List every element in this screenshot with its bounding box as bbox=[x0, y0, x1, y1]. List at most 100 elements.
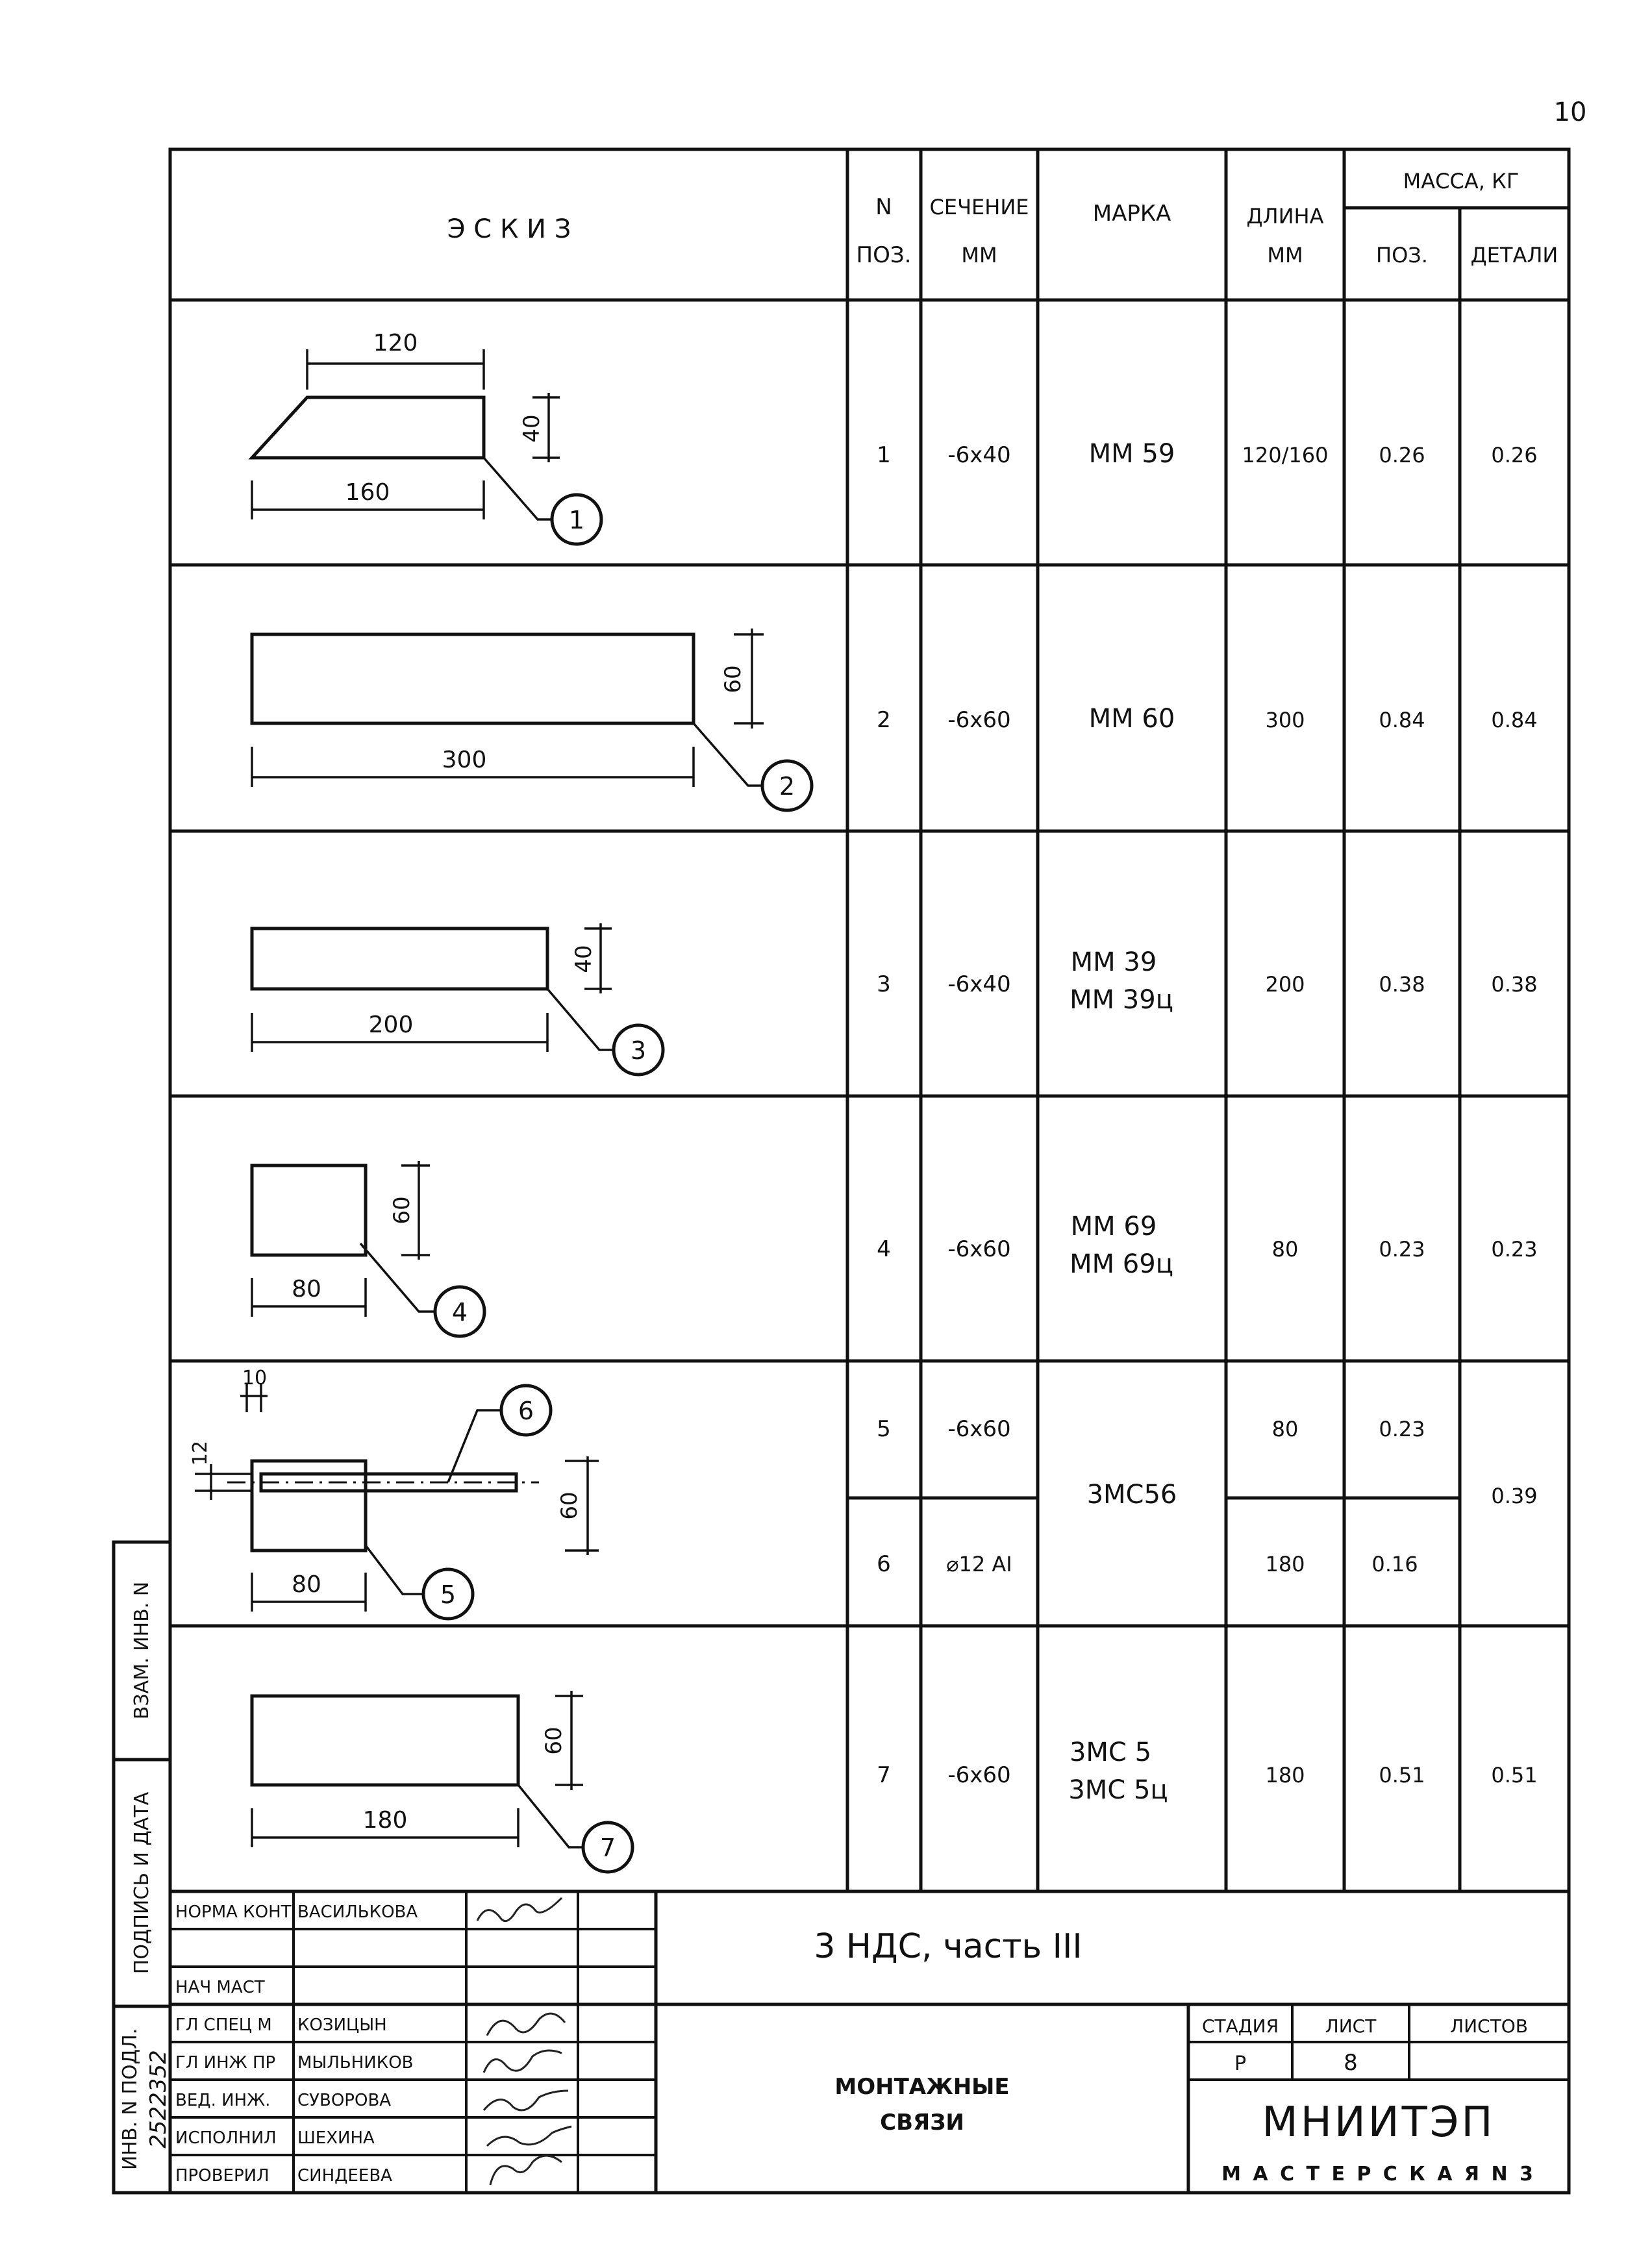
cell-mark-2: ММ 69ц bbox=[1070, 1249, 1173, 1279]
header-mark: МАРКА bbox=[1093, 201, 1171, 227]
table-header: Э С К И З N ПОЗ. СЕЧЕНИЕ ММ МАРКА ДЛИНА … bbox=[447, 169, 1558, 268]
cell-mark-2: 3МС 5ц bbox=[1068, 1775, 1168, 1805]
callout-7: 7 bbox=[600, 1834, 616, 1862]
callout-2: 2 bbox=[779, 772, 795, 801]
role-proveril: ПРОВЕРИЛ bbox=[175, 2166, 269, 2186]
callout-1: 1 bbox=[569, 506, 584, 534]
cell-length: 200 bbox=[1265, 972, 1305, 997]
sketch-1: 120 40 160 1 bbox=[248, 330, 603, 546]
side-stamp: ВЗАМ. ИНВ. N ПОДПИСЬ И ДАТА ИНВ. N ПОДЛ.… bbox=[112, 1540, 171, 2195]
dim-60: 60 bbox=[541, 1726, 567, 1754]
cell-pos: 3 bbox=[877, 971, 891, 997]
header-pos-2: ПОЗ. bbox=[857, 242, 912, 268]
header-mass: МАССА, КГ bbox=[1403, 169, 1520, 193]
cell-mass-pos: 0.84 bbox=[1379, 708, 1425, 732]
cell-length: 120/160 bbox=[1242, 443, 1329, 467]
name-glinzh: МЫЛЬНИКОВ bbox=[297, 2053, 414, 2073]
cell-section: -6x40 bbox=[947, 442, 1010, 468]
table-row: 3 -6x40 ММ 39 ММ 39ц 200 0.38 0.38 bbox=[877, 947, 1537, 1015]
dim-80: 80 bbox=[292, 1571, 321, 1598]
name-ved: СУВОРОВА bbox=[297, 2091, 391, 2110]
role-glinzh: ГЛ ИНЖ ПР bbox=[175, 2053, 275, 2073]
stamp-vzam: ВЗАМ. ИНВ. N bbox=[131, 1582, 153, 1719]
sketch-3: 40 200 3 bbox=[250, 923, 665, 1077]
role-ispolnil: ИСПОЛНИЛ bbox=[175, 2128, 277, 2148]
dim-40: 40 bbox=[571, 945, 597, 973]
cell-section: -6x60 bbox=[947, 1236, 1010, 1262]
cell-mark-2: ММ 39ц bbox=[1070, 985, 1173, 1015]
table-row: 5 -6x60 3МС56 80 0.23 0.39 bbox=[877, 1416, 1537, 1510]
callout-bubble bbox=[612, 1023, 665, 1077]
stamp-podpis: ПОДПИСЬ И ДАТА bbox=[131, 1791, 153, 1974]
project-title: 3 НДС, часть III bbox=[814, 1927, 1082, 1966]
page-number: 10 bbox=[1554, 97, 1587, 127]
name-glspec: КОЗИЦЫН bbox=[297, 2015, 387, 2035]
sheet-title-2: СВЯЗИ bbox=[880, 2110, 964, 2136]
callout-bubble bbox=[550, 493, 603, 546]
cell-mass-part: 0.51 bbox=[1491, 1763, 1537, 1788]
callout-bubble bbox=[499, 1384, 553, 1437]
cell-pos: 2 bbox=[877, 707, 891, 733]
sheets-label: ЛИСТОВ bbox=[1450, 2015, 1528, 2037]
cell-section: -6x60 bbox=[947, 1762, 1010, 1788]
sheet-value: 8 bbox=[1344, 2050, 1358, 2076]
cell-length: 80 bbox=[1272, 1237, 1299, 1262]
dim-10: 10 bbox=[242, 1367, 267, 1389]
callout-3: 3 bbox=[631, 1036, 646, 1065]
cell-length: 300 bbox=[1265, 708, 1305, 732]
callout-bubble bbox=[421, 1567, 475, 1621]
cell-length: 80 bbox=[1272, 1417, 1299, 1441]
header-pos-1: N bbox=[875, 194, 892, 220]
stamp-inv: ИНВ. N ПОДЛ. bbox=[119, 2028, 142, 2170]
sheet-title-1: МОНТАЖНЫЕ bbox=[834, 2074, 1009, 2100]
dim-180: 180 bbox=[363, 1807, 408, 1834]
table-row: 7 -6x60 3МС 5 3МС 5ц 180 0.51 0.51 bbox=[877, 1738, 1537, 1805]
cell-mark-1: ММ 39 bbox=[1071, 947, 1157, 977]
stamp-inv-handwritten: 2522352 bbox=[145, 2050, 171, 2148]
cell-section: ⌀12 AI bbox=[946, 1552, 1012, 1576]
cell-mark: ММ 59 bbox=[1089, 439, 1175, 469]
cell-mass-part: 0.39 bbox=[1491, 1484, 1537, 1508]
table-row: 4 -6x60 ММ 69 ММ 69ц 80 0.23 0.23 bbox=[877, 1212, 1537, 1279]
cell-section: -6x60 bbox=[947, 707, 1010, 733]
cell-section: -6x60 bbox=[947, 1416, 1010, 1442]
cell-mass-part: 0.26 bbox=[1491, 443, 1537, 467]
cell-mass-pos: 0.51 bbox=[1379, 1763, 1425, 1788]
cell-mass-pos: 0.38 bbox=[1379, 972, 1425, 997]
signatures bbox=[476, 1897, 572, 2186]
sketch-5-6: 10 12 60 80 6 5 bbox=[189, 1367, 599, 1621]
callout-bubble bbox=[760, 759, 814, 812]
cell-section: -6x40 bbox=[947, 971, 1010, 997]
header-length-2: ММ bbox=[1267, 243, 1303, 268]
cell-mass-pos: 0.23 bbox=[1379, 1237, 1425, 1262]
stage-value: Р bbox=[1234, 2052, 1246, 2075]
cell-pos: 7 bbox=[877, 1762, 891, 1788]
sketch-2: 60 300 2 bbox=[250, 629, 814, 812]
dim-60: 60 bbox=[720, 665, 746, 693]
role-glspec: ГЛ СПЕЦ М bbox=[175, 2015, 272, 2035]
dim-200: 200 bbox=[369, 1012, 414, 1038]
table-grid bbox=[168, 147, 1571, 1893]
cell-mass-pos: 0.16 bbox=[1371, 1552, 1418, 1576]
callout-5: 5 bbox=[440, 1580, 456, 1609]
dim-80: 80 bbox=[292, 1276, 321, 1302]
header-mass-pos: ПОЗ. bbox=[1376, 243, 1428, 268]
cell-mass-part: 0.84 bbox=[1491, 708, 1537, 732]
role-nach: НАЧ МАСТ bbox=[175, 1978, 265, 1997]
cell-mass-pos: 0.26 bbox=[1379, 443, 1425, 467]
org-name: МНИИТЭП bbox=[1262, 2099, 1496, 2147]
cell-mark: ММ 60 bbox=[1089, 704, 1175, 734]
cell-mass-part: 0.38 bbox=[1491, 972, 1537, 997]
cell-mark-1: ММ 69 bbox=[1071, 1212, 1157, 1241]
cell-length: 180 bbox=[1265, 1552, 1305, 1576]
cell-mass-pos: 0.23 bbox=[1379, 1417, 1425, 1441]
header-section-1: СЕЧЕНИЕ bbox=[930, 195, 1029, 219]
sketch-7: 60 180 7 bbox=[250, 1691, 634, 1874]
header-mass-part: ДЕТАЛИ bbox=[1471, 243, 1558, 268]
dim-60: 60 bbox=[557, 1491, 582, 1519]
table-row: 2 -6x60 ММ 60 300 0.84 0.84 bbox=[877, 704, 1537, 734]
cell-mark-1: 3МС 5 bbox=[1070, 1738, 1151, 1767]
header-sketch: Э С К И З bbox=[447, 214, 571, 244]
dim-300: 300 bbox=[442, 747, 487, 773]
